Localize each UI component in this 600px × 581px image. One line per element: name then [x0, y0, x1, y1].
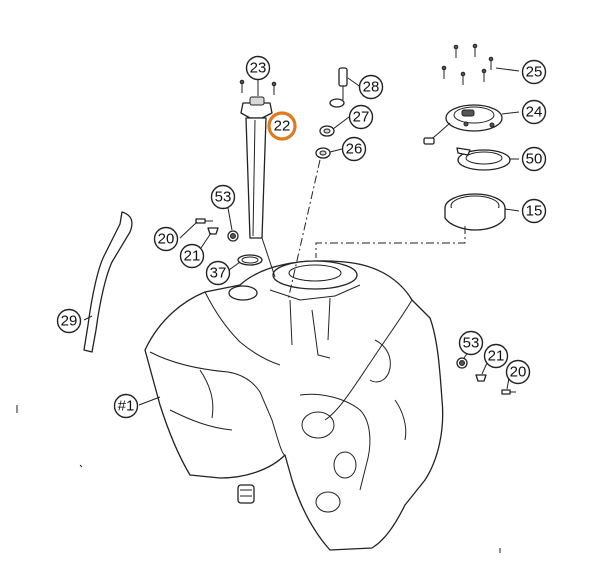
left-small-parts: [179, 207, 263, 271]
callout-22-highlighted[interactable]: 22: [267, 111, 297, 141]
svg-text:22: 22: [274, 118, 291, 135]
svg-text:24: 24: [526, 104, 543, 121]
vent-rod-assembly: [287, 67, 348, 301]
leader-tank: [138, 396, 161, 406]
svg-text:53: 53: [463, 335, 480, 352]
svg-text:53: 53: [215, 189, 232, 206]
svg-text:27: 27: [353, 109, 370, 126]
screw-pair-23: [239, 79, 277, 95]
svg-text:21: 21: [184, 248, 201, 265]
fuel-tank-body: [144, 260, 444, 551]
callout-20-right: 20: [505, 359, 531, 385]
hose-29: [83, 211, 133, 353]
callout-24: 24: [521, 99, 547, 125]
svg-text:37: 37: [210, 265, 227, 282]
pump-cover-assembly: [423, 43, 520, 145]
svg-text:21: 21: [488, 348, 505, 365]
svg-text:#1: #1: [118, 398, 135, 415]
leader-27: [332, 116, 350, 130]
callout-21-left: 21: [179, 243, 205, 269]
fuel-pump-tube: [240, 96, 276, 278]
callout-23: 23: [245, 55, 271, 81]
clamp-ring-15: [315, 193, 520, 258]
svg-text:20: 20: [510, 364, 527, 381]
callout-21-right: 21: [483, 343, 509, 369]
svg-text:15: 15: [526, 203, 543, 220]
callout-29: 29: [56, 308, 82, 334]
callout-53-left: 53: [210, 184, 236, 210]
gasket-50: [456, 147, 519, 171]
callout-53-right: 53: [458, 330, 484, 356]
callout-25: 25: [521, 59, 547, 85]
svg-text:50: 50: [526, 151, 543, 168]
stray-mark: [79, 464, 83, 468]
svg-text:29: 29: [61, 313, 78, 330]
callout-15: 15: [521, 198, 547, 224]
svg-text:28: 28: [363, 79, 380, 96]
callout-28: 28: [358, 74, 384, 100]
right-small-parts: [456, 351, 516, 395]
callout-27: 27: [348, 104, 374, 130]
svg-text:20: 20: [158, 231, 175, 248]
callout-50: 50: [521, 146, 547, 172]
svg-text:26: 26: [346, 141, 363, 158]
leader-26: [329, 148, 343, 153]
svg-text:25: 25: [526, 64, 543, 81]
svg-text:23: 23: [250, 60, 267, 77]
callout-26: 26: [341, 136, 367, 162]
callout-20-left: 20: [153, 226, 179, 252]
callout-37: 37: [205, 260, 231, 286]
callout-1-tank: #1: [113, 393, 139, 419]
